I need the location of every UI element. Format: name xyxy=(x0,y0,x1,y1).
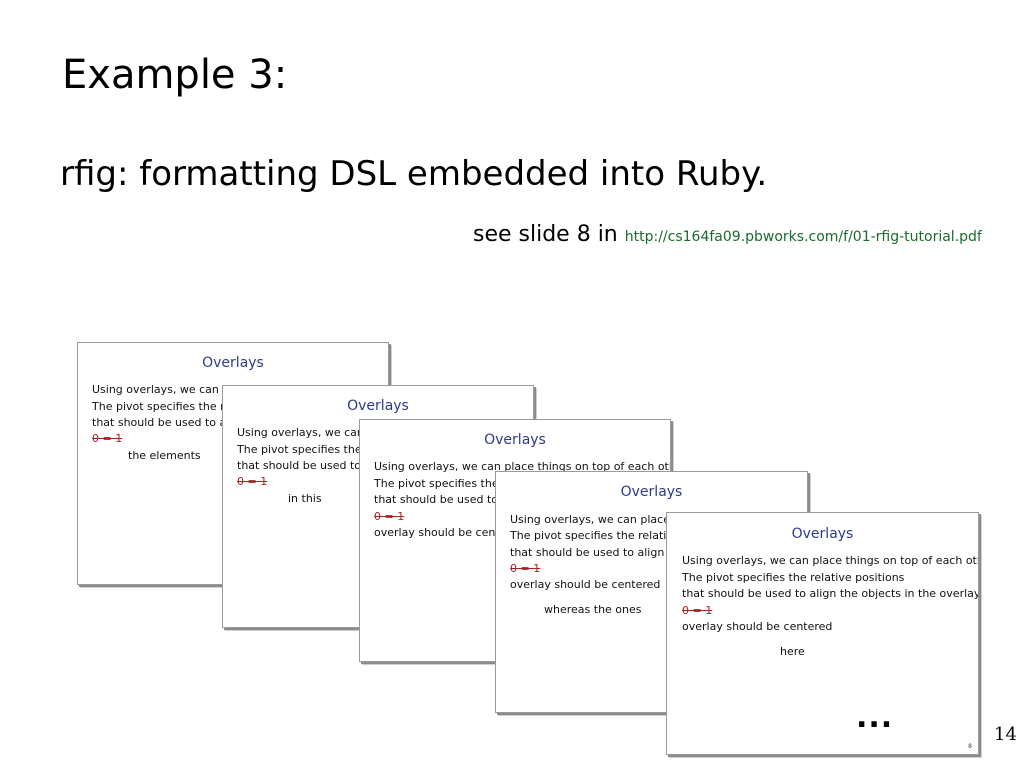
reference-text: see slide 8 in xyxy=(473,222,625,247)
slide-subtitle: rfig: formatting DSL embedded into Ruby. xyxy=(60,154,768,194)
thumbnail-line-4: overlay should be center xyxy=(374,526,511,539)
thumbnail-strike: 0 = 1 xyxy=(510,562,541,575)
thumbnail-title: Overlays xyxy=(484,432,546,448)
thumbnail-line-3: that should be used to ali xyxy=(92,416,233,429)
thumbnail-note: the elements xyxy=(128,449,201,462)
tutorial-link[interactable]: http://cs164fa09.pbworks.com/f/01-rfig-t… xyxy=(624,229,982,245)
thumbnail-line-1: Using overlays, we can place things on t… xyxy=(374,460,671,473)
page-number: 14 xyxy=(994,724,1017,745)
thumbnail-line-1: Using overlays, we can p xyxy=(237,426,375,439)
thumbnail-line-3: that should be used to align th xyxy=(510,546,680,559)
thumbnail-title: Overlays xyxy=(620,484,683,500)
thumbnail-line-1: Using overlays, we can pla xyxy=(92,383,240,396)
thumbnail-title: Overlays xyxy=(791,526,854,542)
thumbnail-line-2: The pivot specifies the r xyxy=(374,477,507,490)
thumbnail-strike: 0 = 1 xyxy=(92,432,123,445)
thumbnail-note: in this xyxy=(288,492,322,505)
thumbnail-line-3: that should be used to a xyxy=(237,459,372,472)
thumbnail-note: here xyxy=(780,645,805,658)
slide-title: Example 3: xyxy=(62,52,288,98)
reference-line: see slide 8 in http://cs164fa09.pbworks.… xyxy=(473,222,982,247)
thumbnail-line-3: that should be used to a xyxy=(374,493,509,506)
thumbnail-line-2: The pivot specifies the r xyxy=(237,443,370,456)
thumbnail-line-2: The pivot specifies the relative positio… xyxy=(682,571,905,584)
thumbnail-title: Overlays xyxy=(347,398,409,414)
thumbnail-line-4: overlay should be centered xyxy=(510,578,661,591)
thumbnail-page-number: 8 xyxy=(968,743,972,750)
thumbnail-strike: 0 = 1 xyxy=(374,510,405,523)
thumbnail-strike: 0 = 1 xyxy=(682,604,713,617)
thumbnail-line-1: Using overlays, we can place th xyxy=(510,513,685,526)
thumbnail-strike: 0 = 1 xyxy=(237,475,268,488)
more-ellipsis: ... xyxy=(856,700,894,735)
thumbnail-line-3: that should be used to align the objects… xyxy=(682,587,979,600)
thumbnail-line-2: The pivot specifies the relative xyxy=(510,529,680,542)
thumbnail-line-4: overlay should be centered xyxy=(682,620,833,633)
thumbnail-title: Overlays xyxy=(202,355,264,371)
slide-thumbnail-5: Overlays Using overlays, we can place th… xyxy=(666,512,979,755)
thumbnail-line-2: The pivot specifies the rel xyxy=(92,400,235,413)
thumbnail-note: whereas the ones xyxy=(544,603,642,616)
thumbnail-line-1: Using overlays, we can place things on t… xyxy=(682,554,979,567)
